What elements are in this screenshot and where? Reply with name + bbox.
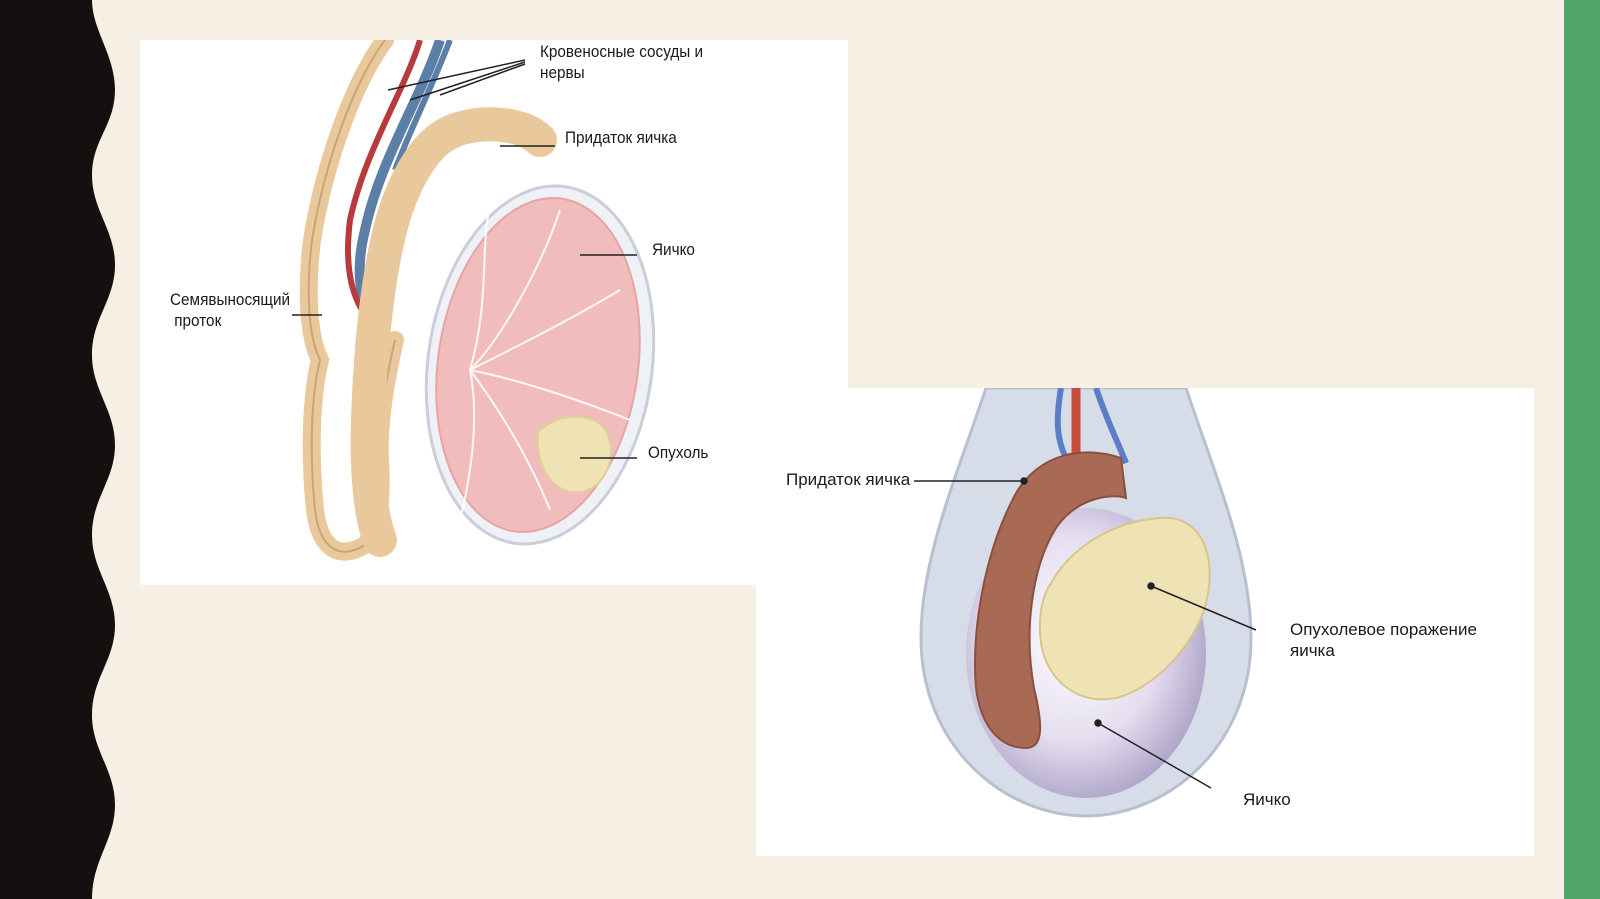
wavy-left-band [0, 0, 115, 899]
exterior-illustration [914, 388, 1257, 818]
label-testis: Яичко [652, 240, 695, 259]
label-vas-deferens: Семявыносящий проток [170, 290, 291, 330]
right-accent-bar [1564, 0, 1600, 899]
label-tumor-lesion: Опухолевое поражение яичка [1290, 620, 1477, 660]
label-testis-2: Яичко [1243, 790, 1291, 809]
cross-section-illustration [292, 40, 656, 561]
label-epididymis: Придаток яичка [565, 128, 677, 147]
label-vessels: Кровеносные сосуды и нервы [540, 42, 704, 82]
label-tumor: Опухоль [648, 443, 709, 462]
label-epididymis-2: Придаток яичка [786, 470, 911, 489]
testis-tumor-exterior-figure: Придаток яичка Опухолевое поражение яичк… [756, 388, 1534, 856]
testis-cross-section-figure: Кровеносные сосуды и нервы Придаток яичк… [140, 40, 848, 585]
